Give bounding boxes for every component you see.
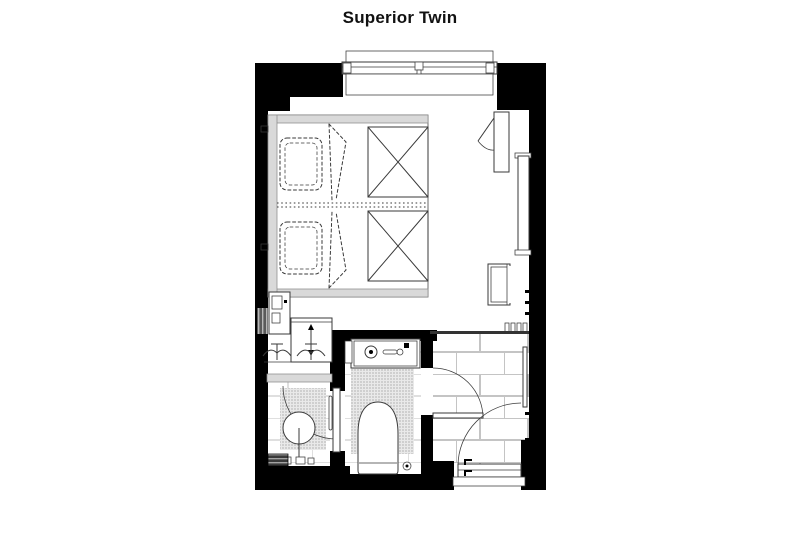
- toilet-room: [344, 338, 484, 475]
- twin-bed-1: [260, 123, 429, 201]
- wall-shower-lower: [330, 451, 345, 474]
- bed-cross-base-1: [367, 126, 429, 198]
- floor-threshold-line: [430, 331, 529, 334]
- corner-cabinet: [477, 111, 510, 173]
- walls: [255, 63, 546, 490]
- duvet-2: [328, 211, 347, 289]
- wall-step: [268, 97, 290, 111]
- window: [341, 50, 498, 96]
- bed-head-strip: [267, 114, 429, 124]
- wall-left: [255, 63, 268, 490]
- faucet: [382, 349, 398, 355]
- entrance-door-swing: [457, 402, 522, 467]
- toilet: [357, 401, 399, 475]
- wall-top-left: [255, 63, 343, 97]
- soap-dispenser: [404, 343, 409, 348]
- wall-toilet-upper: [421, 341, 433, 368]
- window-handle: [414, 61, 424, 71]
- wall-bath-top: [330, 330, 437, 341]
- floor-grate: [267, 453, 289, 467]
- cabinet-door-open: [477, 117, 495, 142]
- entrance-door: [452, 402, 526, 487]
- wall-toilet-lower: [421, 415, 433, 465]
- right-wall-furniture: [477, 111, 532, 333]
- duvet-1: [328, 123, 347, 201]
- wall-outlets: [525, 290, 529, 315]
- shower-door-handle: [328, 395, 333, 431]
- shower-head: [282, 411, 316, 462]
- twin-bed-2: [260, 210, 429, 289]
- radiator-grille: [503, 322, 529, 333]
- side-shelf: [344, 340, 353, 364]
- shower-door: [332, 387, 341, 453]
- pillow-1: [279, 137, 323, 191]
- vanity: [344, 338, 421, 369]
- wall-shower-upper: [330, 341, 345, 391]
- bed-headboard: [267, 114, 278, 298]
- wall-entry-door-jamb: [421, 461, 454, 490]
- pillow-2: [279, 221, 323, 275]
- twin-beds: [260, 114, 429, 298]
- door-threshold: [452, 476, 526, 487]
- wall-right: [529, 63, 546, 490]
- door-stopper: [523, 445, 529, 451]
- bathroom-door-swing: [432, 367, 484, 419]
- plan-title: Superior Twin: [342, 8, 458, 27]
- shower-room: [266, 373, 341, 467]
- window-inner-sill: [345, 73, 494, 96]
- floor-drain: [402, 461, 412, 471]
- chair: [487, 263, 513, 306]
- window-outer-sill: [345, 50, 494, 63]
- vanity-basin: [364, 345, 378, 359]
- mirror: [522, 346, 528, 408]
- wall-bottom-mid: [350, 474, 421, 490]
- minibar-cabinet: [268, 291, 291, 335]
- wardrobe-nook: [257, 291, 333, 363]
- clothes-hangers: [262, 343, 332, 363]
- wall-vent: [257, 308, 268, 334]
- shower-threshold: [266, 373, 333, 383]
- tv-panel: [514, 152, 532, 256]
- bed-foot-strip: [267, 288, 429, 298]
- entry: [430, 331, 529, 487]
- wall-sconce-1: [260, 125, 269, 133]
- door-handle: [464, 459, 472, 465]
- wall-sconce-2: [260, 243, 269, 251]
- bathroom-door-leaf: [432, 412, 484, 419]
- bed-cross-base-2: [367, 210, 429, 282]
